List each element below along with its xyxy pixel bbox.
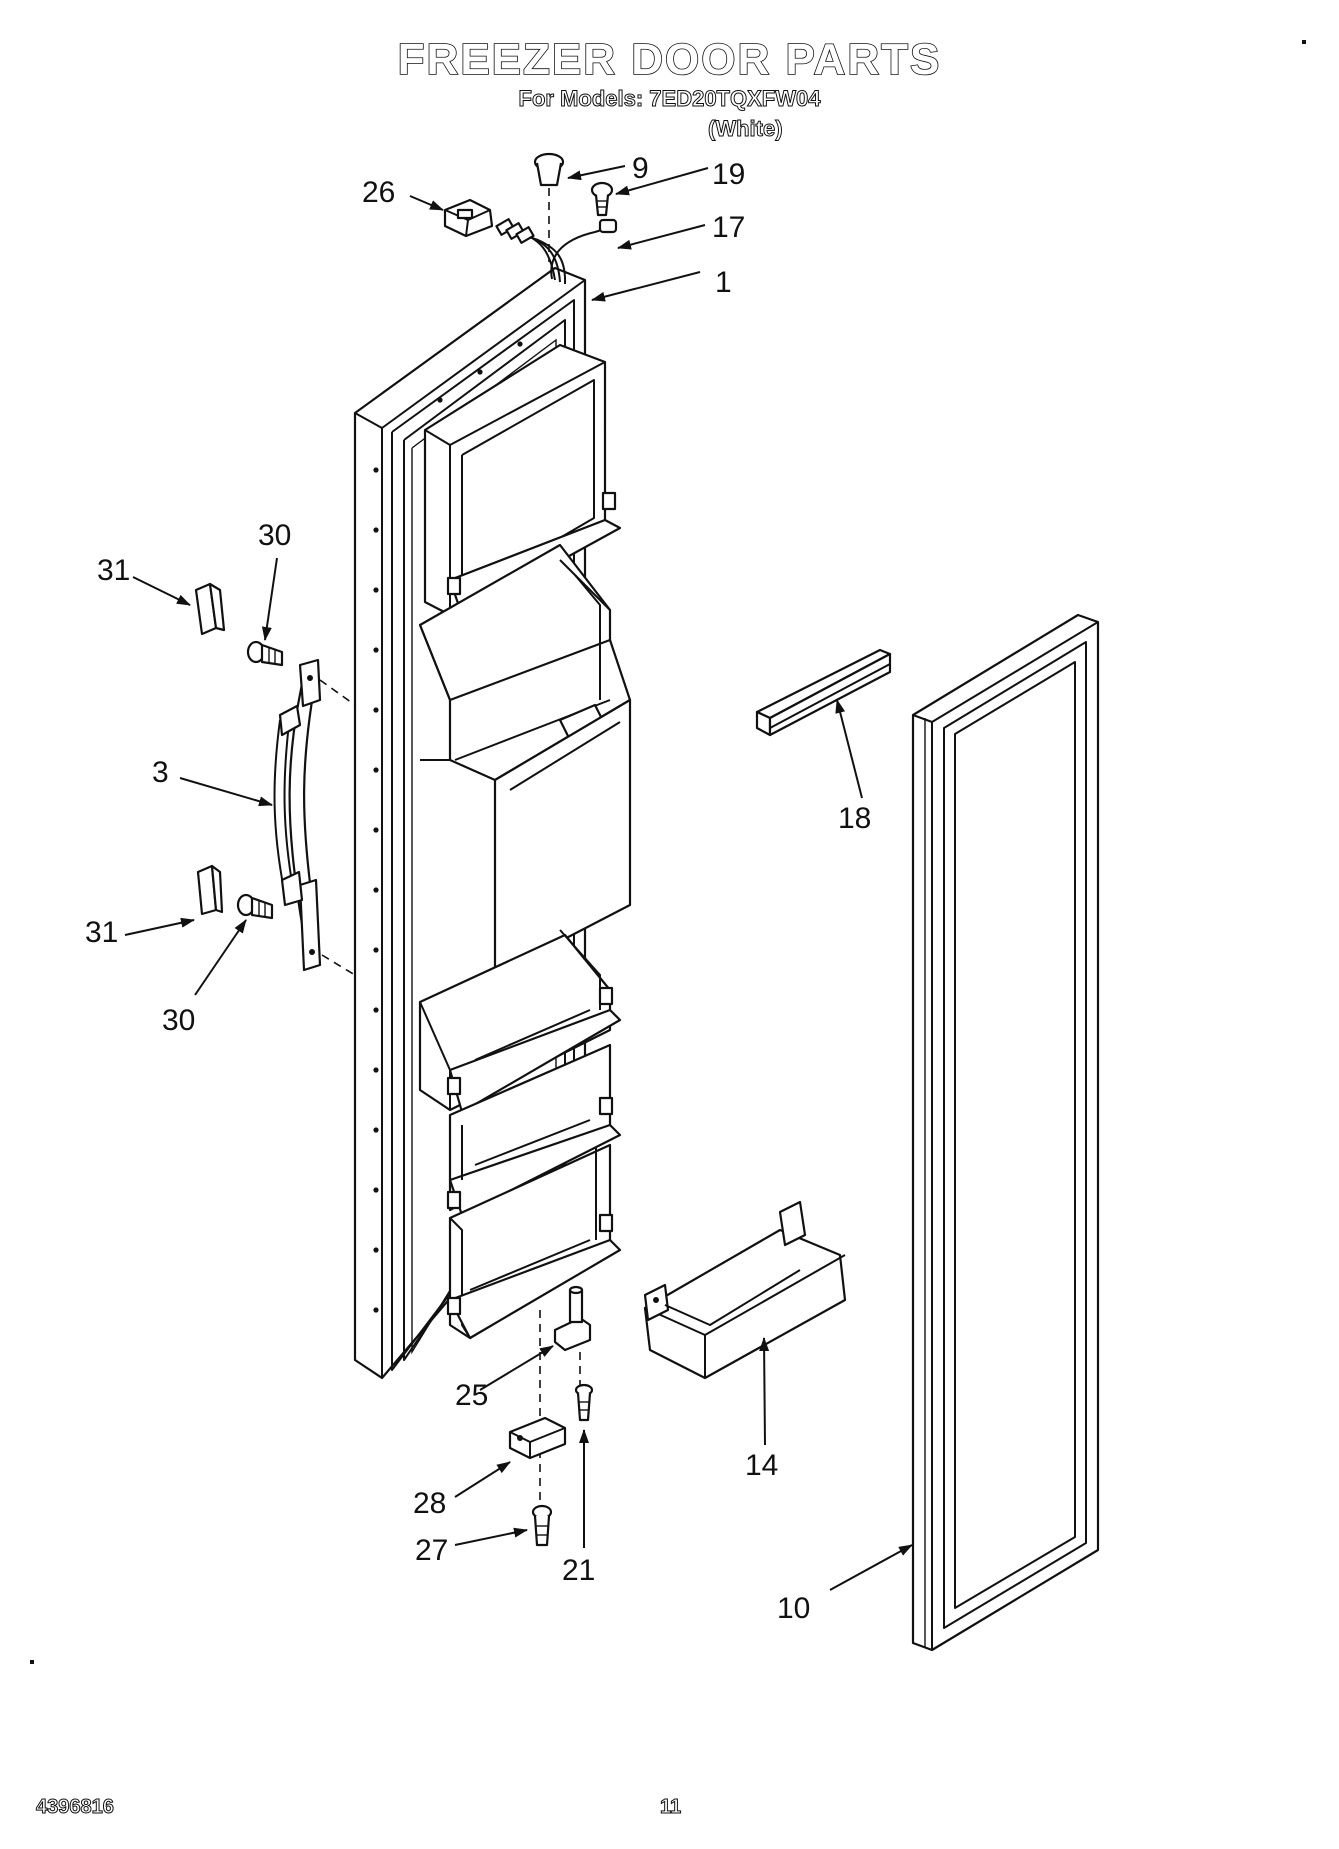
callout-26: 26 [362,176,395,209]
leader-arrows [124,165,913,1591]
callout-3: 3 [152,756,169,789]
screw-part-19 [590,181,614,217]
rail-part-18 [755,648,892,737]
callout-9: 9 [632,152,649,185]
callout-31-lower: 31 [85,916,118,949]
bin-part-14 [643,1200,847,1380]
scan-speck [1302,40,1306,44]
handle-part-3 [273,658,356,976]
callout-30-upper: 30 [258,519,291,552]
gasket-part-10 [911,613,1100,1652]
wire-harness-part [495,218,618,285]
callout-1: 1 [715,266,732,299]
page-title: FREEZER DOOR PARTS [397,35,942,85]
callout-21: 21 [562,1554,595,1587]
callout-labels: 26 9 19 17 1 30 31 3 31 30 18 14 25 28 2… [85,152,871,1625]
callout-27: 27 [415,1534,448,1567]
page-header: FREEZER DOOR PARTS For Models: 7ED20TQXF… [0,35,1339,112]
plug-part-9 [533,152,565,262]
screw-part-21 [574,1383,594,1422]
callout-30-lower: 30 [162,1004,195,1037]
scan-speck [30,1660,34,1664]
callout-18: 18 [838,802,871,835]
callout-17: 17 [712,211,745,244]
model-line: For Models: 7ED20TQXFW04 [518,86,821,112]
cap-part-31-lower [196,864,224,916]
callout-19: 19 [712,158,745,191]
screw-part-30-lower [236,893,274,920]
screw-part-30-upper [246,640,284,667]
color-variant: (White) [708,116,784,142]
callout-14: 14 [745,1449,778,1482]
freezer-door-part [353,266,632,1380]
hinge-pin-part-25 [553,1285,592,1352]
cap-part-31-upper [194,582,226,636]
callout-28: 28 [413,1487,446,1520]
hinge-bracket-part-28 [508,1416,567,1460]
screw-part-27 [531,1504,553,1547]
page-number: 11 [659,1796,682,1819]
callout-31-upper: 31 [97,554,130,587]
callout-25: 25 [455,1379,488,1412]
door-screw-holes [373,341,523,1313]
callout-10: 10 [777,1592,810,1625]
clip-part-26 [443,198,494,238]
document-number: 4396816 [36,1796,115,1819]
